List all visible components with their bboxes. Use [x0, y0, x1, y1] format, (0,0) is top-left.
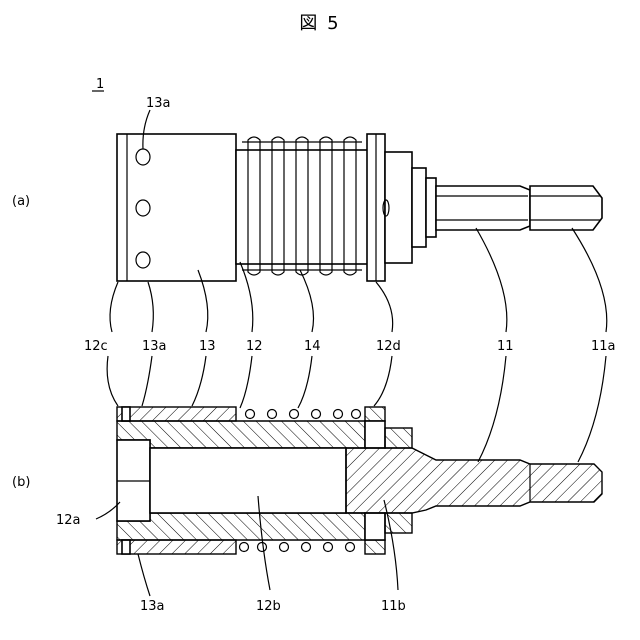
- sleeve-13-section-top: [117, 407, 236, 421]
- label-12a: 12a: [56, 513, 81, 528]
- flange-12d-gap-top: [365, 421, 385, 448]
- label-13a-bottom: 13a: [140, 599, 165, 614]
- view-b-section: [117, 407, 602, 554]
- flange-12d-section-top: [365, 407, 385, 421]
- flange-12d-section-bottom: [365, 540, 385, 554]
- flange-12d-gap-bottom: [365, 513, 385, 540]
- assembly-ref-label: 1: [96, 77, 104, 92]
- label-11a: 11a: [591, 339, 616, 354]
- view-b-label: (b): [12, 475, 30, 490]
- step-2: [426, 178, 436, 237]
- label-11: 11: [497, 339, 514, 354]
- body-12: [236, 150, 370, 264]
- body-12-end-top: [385, 428, 412, 448]
- view-a-label: (a): [12, 194, 30, 209]
- view-a-drawing: [117, 134, 602, 281]
- step-1: [412, 168, 426, 247]
- hole-13a-section-top: [122, 407, 130, 421]
- label-12c: 12c: [84, 339, 108, 354]
- figure-title: 図 5: [299, 13, 340, 34]
- hole-13a-section-bottom: [122, 540, 130, 554]
- sleeve-13-section-bottom: [117, 540, 236, 554]
- sleeve-13: [117, 134, 236, 281]
- label-13a-mid: 13a: [142, 339, 167, 354]
- bore-12b: [150, 448, 346, 513]
- label-12b: 12b: [256, 599, 281, 614]
- label-13a-top: 13a: [146, 96, 171, 111]
- hex-bit-11a: [530, 186, 602, 230]
- label-12: 12: [246, 339, 263, 354]
- body-12-wall-top: [117, 421, 365, 448]
- body-12-wall-bottom: [117, 513, 365, 540]
- label-12d: 12d: [376, 339, 401, 354]
- label-11b: 11b: [381, 599, 406, 614]
- shank-11: [436, 186, 530, 230]
- label-14: 14: [304, 339, 321, 354]
- label-13: 13: [199, 339, 216, 354]
